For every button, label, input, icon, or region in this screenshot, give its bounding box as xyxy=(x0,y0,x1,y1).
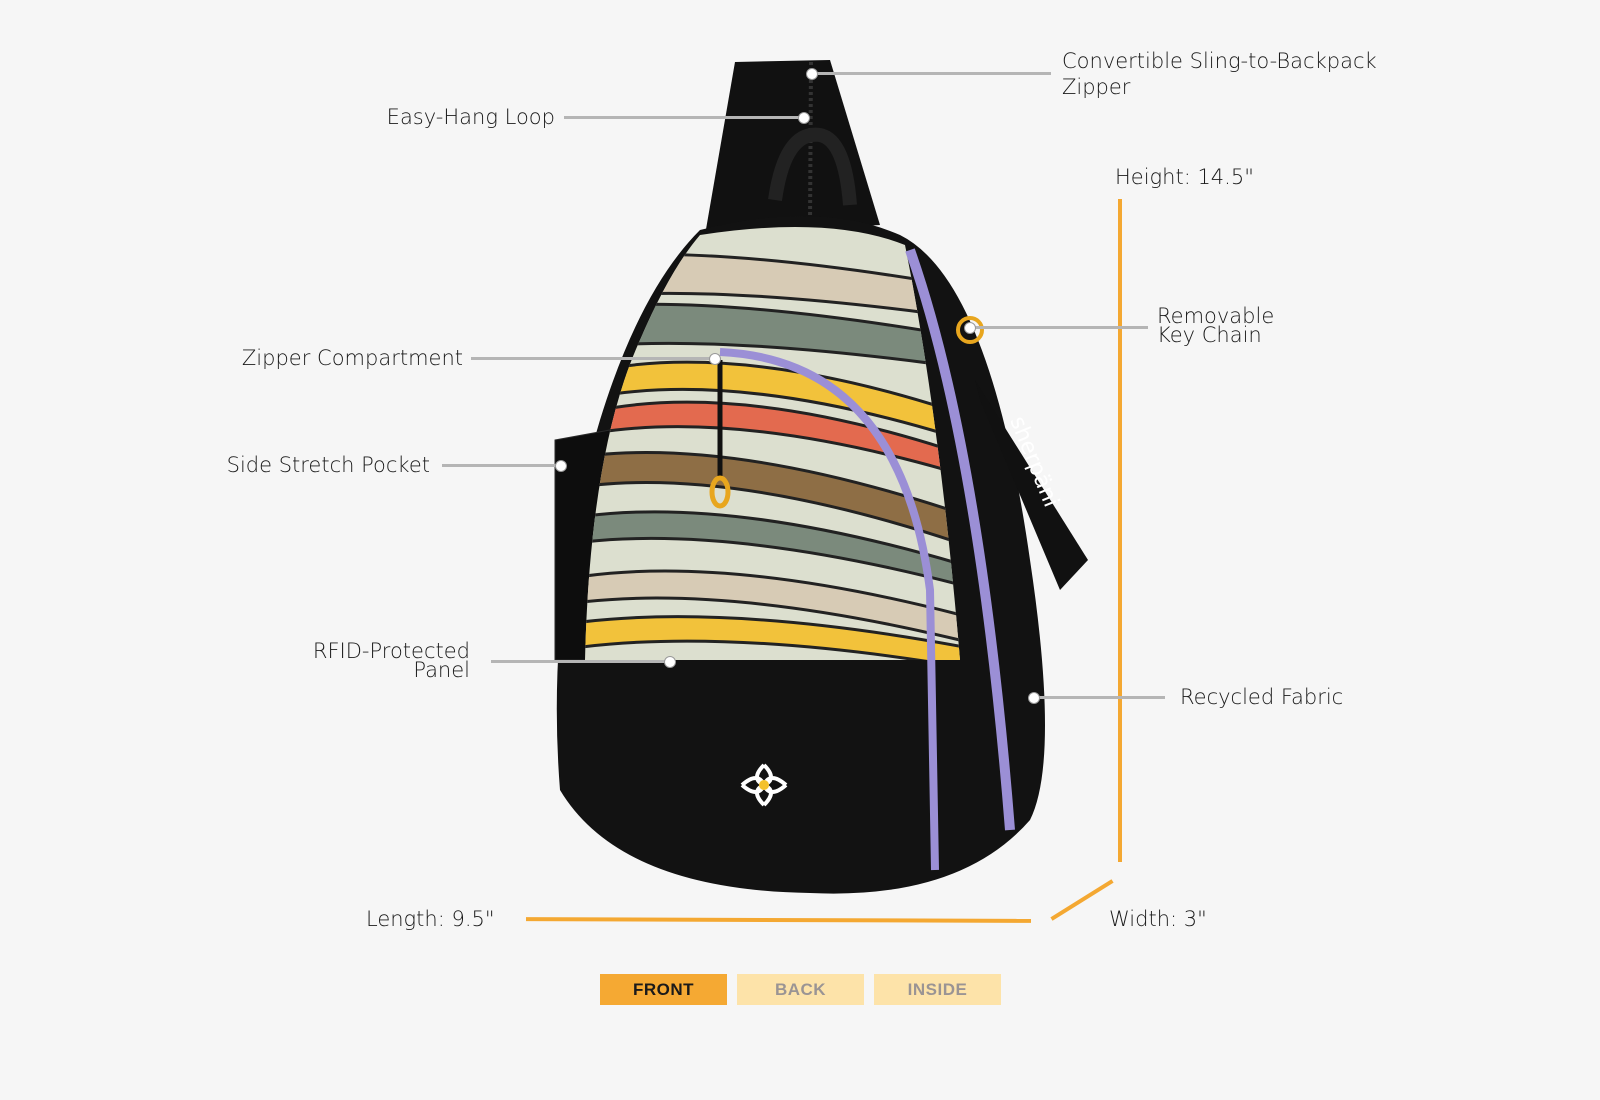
flower-logo-icon xyxy=(740,763,788,807)
callout-line-1: RFID-Protected xyxy=(312,639,470,663)
callout-zipper-compartment: Zipper Compartment xyxy=(241,346,463,370)
hotspot-dot[interactable] xyxy=(806,68,818,80)
callout-line-2: Zipper xyxy=(1062,75,1131,99)
leader-line xyxy=(1033,696,1165,699)
dimension-length: Length: 9.5" xyxy=(366,907,495,931)
hotspot-dot[interactable] xyxy=(709,353,721,365)
tab-front[interactable]: FRONT xyxy=(600,974,727,1005)
callout-easy-hang-loop: Easy-Hang Loop xyxy=(386,105,555,129)
hotspot-dot[interactable] xyxy=(555,460,567,472)
dimension-height: Height: 14.5" xyxy=(1115,165,1254,189)
tab-back[interactable]: BACK xyxy=(737,974,864,1005)
leader-line xyxy=(564,116,803,119)
callout-side-stretch-pocket: Side Stretch Pocket xyxy=(226,453,430,477)
leader-line xyxy=(442,464,560,467)
leader-line xyxy=(471,357,714,360)
hotspot-dot[interactable] xyxy=(1028,692,1040,704)
hotspot-dot[interactable] xyxy=(664,656,676,668)
height-dimension-line xyxy=(1118,199,1122,862)
hotspot-dot[interactable] xyxy=(964,322,976,334)
dimension-width: Width: 3" xyxy=(1109,907,1207,931)
callout-line-1: Convertible Sling-to-Backpack xyxy=(1062,49,1377,73)
callout-line-1: Removable xyxy=(1157,304,1275,328)
hotspot-dot[interactable] xyxy=(798,112,810,124)
leader-line xyxy=(491,660,669,663)
tab-inside[interactable]: INSIDE xyxy=(874,974,1001,1005)
callout-recycled-fabric: Recycled Fabric xyxy=(1180,685,1344,709)
leader-line xyxy=(969,326,1148,329)
leader-line xyxy=(811,72,1051,75)
callout-line-2: Panel xyxy=(413,658,470,682)
callout-line-2: Key Chain xyxy=(1157,323,1262,347)
